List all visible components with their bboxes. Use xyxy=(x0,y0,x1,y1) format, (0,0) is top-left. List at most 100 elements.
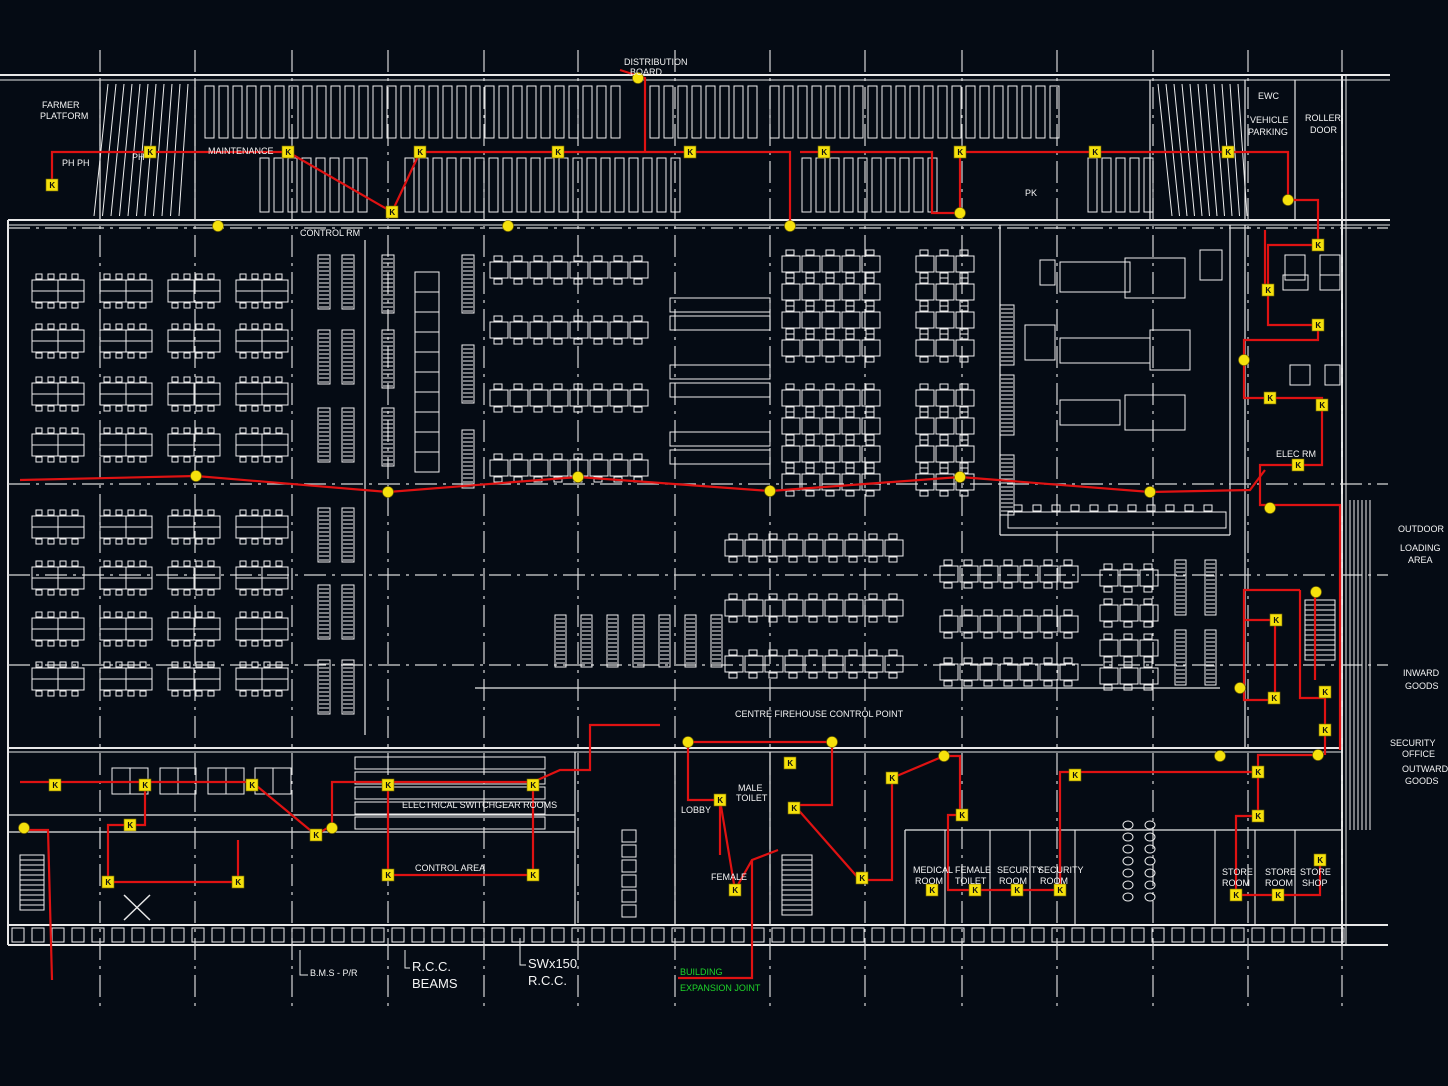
c-marker xyxy=(1310,586,1322,598)
chair xyxy=(47,427,55,434)
k-marker-label: K xyxy=(1275,891,1281,900)
chair xyxy=(865,272,875,279)
parking-bay xyxy=(288,85,299,139)
chair xyxy=(139,376,147,383)
workstation xyxy=(801,283,821,301)
label-inward-goods-2: GOODS xyxy=(1405,681,1439,691)
workstation xyxy=(529,389,549,407)
strip-cell xyxy=(451,927,465,943)
chair xyxy=(59,352,67,359)
storage-rack xyxy=(341,407,355,463)
chair xyxy=(533,406,543,413)
strip-cell xyxy=(1091,927,1105,943)
chair xyxy=(59,376,67,383)
workstation xyxy=(549,261,569,279)
k-marker-label: K xyxy=(929,886,935,895)
switchgear-panel xyxy=(354,756,546,770)
chair xyxy=(59,302,67,309)
chair xyxy=(593,453,603,460)
chair xyxy=(939,328,949,335)
label-bms: B.M.S - P/R xyxy=(310,968,358,978)
parking-bay xyxy=(649,85,660,139)
conference-table xyxy=(669,364,771,380)
k-marker xyxy=(885,771,899,785)
chair xyxy=(183,611,191,618)
toilet-fixture xyxy=(1122,820,1134,830)
chair xyxy=(983,680,993,687)
chair xyxy=(553,255,563,262)
chair xyxy=(59,560,67,567)
chair xyxy=(139,405,147,412)
workstation xyxy=(764,599,784,617)
chair xyxy=(127,456,135,463)
chair xyxy=(139,690,147,697)
chair xyxy=(748,556,758,563)
chair xyxy=(139,611,147,618)
chair xyxy=(115,456,123,463)
k-marker-label: K xyxy=(1233,891,1239,900)
chair xyxy=(553,453,563,460)
k-marker xyxy=(1267,691,1281,705)
chair xyxy=(845,305,855,312)
workstation xyxy=(844,655,864,673)
strip-cell xyxy=(991,927,1005,943)
chair xyxy=(805,300,815,307)
workstation xyxy=(781,339,801,357)
chair xyxy=(919,434,929,441)
strip-cell xyxy=(1271,927,1285,943)
workstation xyxy=(955,339,975,357)
c-marker xyxy=(1312,749,1324,761)
k-marker xyxy=(1291,458,1305,472)
label-swx-1: SWx150 xyxy=(528,956,577,971)
strip-cell xyxy=(631,927,645,943)
conference-table xyxy=(669,449,771,465)
chair xyxy=(263,589,271,596)
toilet-stall xyxy=(621,889,637,903)
chair xyxy=(868,556,878,563)
label-ewc: EWC xyxy=(1258,91,1279,101)
chair xyxy=(195,427,203,434)
parking-bay xyxy=(442,85,453,139)
workstation xyxy=(1039,663,1059,681)
chair xyxy=(1123,563,1133,570)
chair xyxy=(1043,657,1053,664)
chair xyxy=(59,273,67,280)
workstation xyxy=(1119,639,1139,657)
chair xyxy=(239,302,247,309)
parking-bay xyxy=(484,85,495,139)
workstation xyxy=(801,473,821,491)
chair xyxy=(103,509,111,516)
parking-bay xyxy=(857,157,868,213)
toilet-fixture xyxy=(1122,832,1134,842)
k-marker-label: K xyxy=(530,781,536,790)
parking-bay xyxy=(839,85,850,139)
k-marker-label: K xyxy=(49,181,55,190)
k-marker-label: K xyxy=(1322,688,1328,697)
chair xyxy=(845,383,855,390)
parking-bay xyxy=(733,85,744,139)
chair xyxy=(959,490,969,497)
chair xyxy=(785,434,795,441)
k-marker xyxy=(783,756,797,770)
k-marker-label: K xyxy=(1265,286,1271,295)
strip-cell xyxy=(691,927,705,943)
chair xyxy=(959,300,969,307)
chair xyxy=(1003,582,1013,589)
chair xyxy=(195,611,203,618)
chair xyxy=(943,657,953,664)
label-ph-ph: PH PH xyxy=(62,158,90,168)
strip-cell xyxy=(771,927,785,943)
k-marker-label: K xyxy=(1255,812,1261,821)
workstation xyxy=(609,389,629,407)
chair xyxy=(825,439,835,446)
chair xyxy=(207,352,215,359)
workstation xyxy=(489,389,509,407)
chair xyxy=(275,376,283,383)
chair xyxy=(275,640,283,647)
strip-cell xyxy=(471,927,485,943)
label-swx-2: R.C.C. xyxy=(528,973,567,988)
storage-rack xyxy=(1174,629,1187,686)
chair xyxy=(183,509,191,516)
chair xyxy=(865,462,875,469)
chair xyxy=(805,434,815,441)
